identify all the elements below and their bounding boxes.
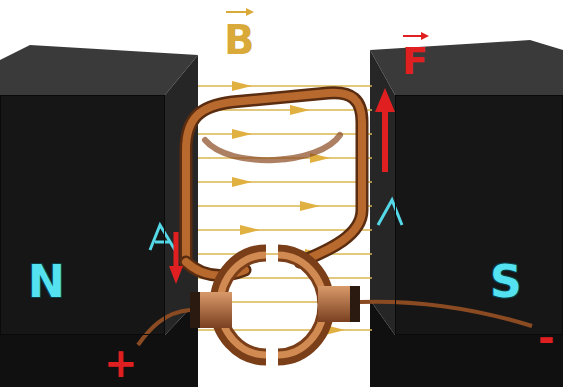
field-arrowhead (290, 105, 310, 115)
field-arrowhead (232, 129, 252, 139)
brush-cap (190, 292, 200, 328)
magnet-pole: S (395, 95, 563, 335)
vector-mark (226, 11, 248, 13)
vector-mark (421, 32, 429, 40)
south-magnet (370, 40, 563, 387)
magnet-outline (395, 95, 563, 335)
magnet-top-face (370, 40, 563, 95)
magnet-base (370, 300, 563, 387)
magnet-edge (395, 95, 563, 335)
force-arrow (382, 110, 388, 172)
coil-shadow (186, 93, 362, 262)
force-symbol: F (402, 42, 428, 80)
pole-reflection (378, 200, 402, 225)
coil-back (205, 135, 340, 160)
terminal-sign: - (538, 318, 555, 358)
commutator-highlight (278, 255, 324, 355)
brush-cap (350, 286, 360, 322)
field-line (198, 181, 372, 183)
field-lines (198, 86, 372, 330)
vector-mark (246, 8, 254, 16)
field-arrowhead (240, 225, 260, 235)
pole-letter: N (28, 260, 65, 304)
field-line (198, 85, 372, 87)
magnet-front-face (0, 95, 165, 335)
vector-mark (403, 35, 423, 37)
brush (198, 292, 232, 328)
field-arrowhead (232, 81, 252, 91)
terminal-sign: + (104, 343, 138, 383)
armature-coil (186, 93, 362, 276)
north-magnet (0, 45, 198, 387)
magnet-outline (0, 95, 165, 335)
coil-wire (186, 93, 362, 262)
supply-wire (360, 302, 532, 326)
field-line (198, 133, 372, 135)
commutator (218, 253, 326, 357)
field-symbol: B (224, 20, 255, 60)
force-arrowhead (375, 88, 395, 112)
field-arrowhead (232, 177, 252, 187)
pole-reflection (150, 225, 175, 250)
magnet-edge (0, 95, 165, 335)
magnet-top-face (0, 45, 198, 95)
force-arrowhead (169, 266, 183, 284)
field-line (198, 205, 372, 207)
field-arrowhead (300, 201, 320, 211)
magnet-front-face (395, 95, 563, 335)
magnet-base (0, 300, 198, 387)
magnet-pole: N (0, 95, 165, 335)
force-arrow (174, 232, 179, 268)
brush (318, 286, 352, 322)
magnet-pole-face (370, 50, 395, 335)
pole-letter: S (490, 260, 522, 304)
